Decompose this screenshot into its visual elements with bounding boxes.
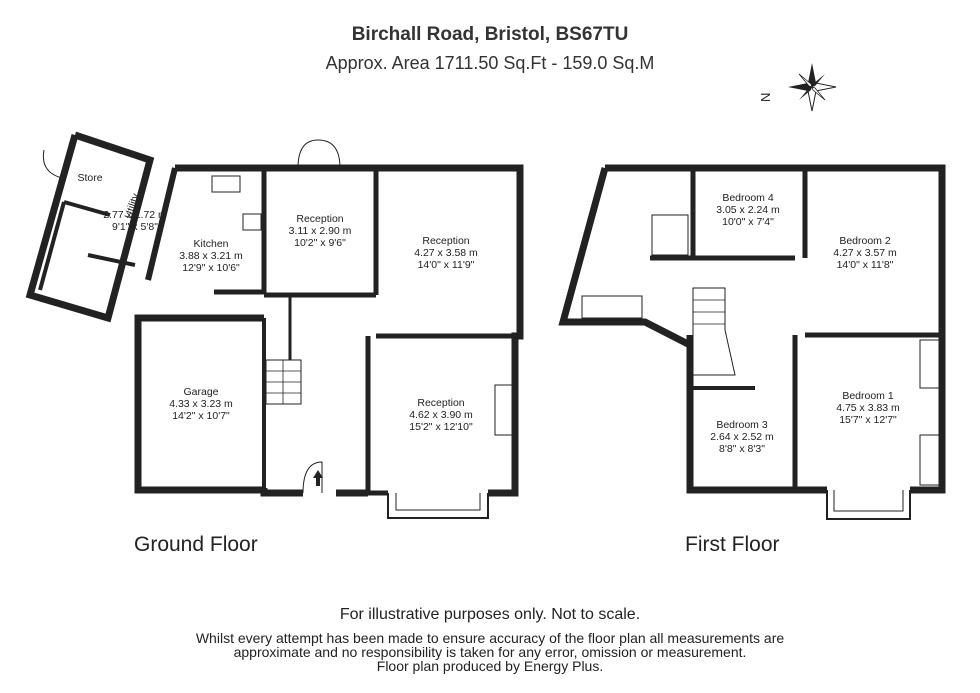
room-reception-3-name: Reception bbox=[417, 397, 464, 409]
room-reception-3-metric: 4.62 x 3.90 m bbox=[409, 409, 473, 421]
room-kitchen-imperial: 12'9" x 10'6" bbox=[182, 262, 240, 274]
footer-line-1: Whilst every attempt has been made to en… bbox=[195, 630, 785, 646]
room-reception-2-imperial: 14'0" x 11'9" bbox=[418, 259, 475, 271]
address-title: Birchall Road, Bristol, BS67TU bbox=[351, 24, 629, 45]
footer-line-3: Floor plan produced by Energy Plus. bbox=[376, 658, 604, 674]
ground-floor-plan bbox=[25, 131, 524, 519]
room-bedroom-3-metric: 2.64 x 2.52 m bbox=[710, 431, 774, 443]
room-bedroom-3-imperial: 8'8" x 8'3" bbox=[719, 443, 765, 455]
room-reception-1-name: Reception bbox=[296, 213, 343, 225]
room-garage-imperial: 14'2" x 10'7" bbox=[172, 410, 230, 422]
room-bedroom-2-imperial: 14'0" x 11'8" bbox=[837, 259, 894, 271]
first-floor-plan bbox=[558, 164, 946, 520]
room-reception-2-name: Reception bbox=[422, 235, 469, 247]
room-garage-name: Garage bbox=[183, 386, 218, 398]
area-subtitle: Approx. Area 1711.50 Sq.Ft - 159.0 Sq.M bbox=[325, 53, 655, 73]
disclaimer: For illustrative purposes only. Not to s… bbox=[339, 606, 641, 623]
room-labels: Store Utility 2.77 x 1.72 m 9'1" x 5'8" … bbox=[77, 172, 900, 455]
room-utility-metric: 2.77 x 1.72 m bbox=[103, 209, 167, 221]
room-utility-imperial: 9'1" x 5'8" bbox=[112, 221, 158, 233]
store-door-icon bbox=[42, 149, 63, 179]
room-bedroom-4-metric: 3.05 x 2.24 m bbox=[716, 204, 780, 216]
room-bedroom-4-imperial: 10'0" x 7'4" bbox=[722, 216, 774, 228]
footer-note: Whilst every attempt has been made to en… bbox=[0, 631, 980, 673]
room-bedroom-1-name: Bedroom 1 bbox=[842, 390, 894, 402]
compass-rose-icon bbox=[788, 63, 837, 112]
footer-line-2: approximate and no responsibility is tak… bbox=[233, 644, 747, 660]
room-reception-1-imperial: 10'2" x 9'6" bbox=[294, 237, 346, 249]
compass-label: N bbox=[758, 93, 773, 102]
room-reception-2-metric: 4.27 x 3.58 m bbox=[414, 247, 478, 259]
room-reception-3-imperial: 15'2" x 12'10" bbox=[409, 421, 473, 433]
room-bedroom-2-metric: 4.27 x 3.57 m bbox=[833, 247, 897, 259]
room-bedroom-1-metric: 4.75 x 3.83 m bbox=[836, 402, 900, 414]
first-floor-label: First Floor bbox=[685, 533, 780, 556]
room-kitchen-metric: 3.88 x 3.21 m bbox=[179, 250, 243, 262]
ground-floor-label: Ground Floor bbox=[134, 533, 258, 556]
room-bedroom-2-name: Bedroom 2 bbox=[839, 235, 891, 247]
room-bedroom-3-name: Bedroom 3 bbox=[716, 419, 768, 431]
room-store-name: Store bbox=[77, 172, 102, 184]
room-kitchen-name: Kitchen bbox=[193, 238, 228, 250]
room-reception-1-metric: 3.11 x 2.90 m bbox=[289, 225, 352, 237]
room-bedroom-1-imperial: 15'7" x 12'7" bbox=[839, 414, 897, 426]
entrance-arrow-icon bbox=[313, 470, 323, 486]
room-bedroom-4-name: Bedroom 4 bbox=[722, 192, 774, 204]
room-garage-metric: 4.33 x 3.23 m bbox=[169, 398, 233, 410]
